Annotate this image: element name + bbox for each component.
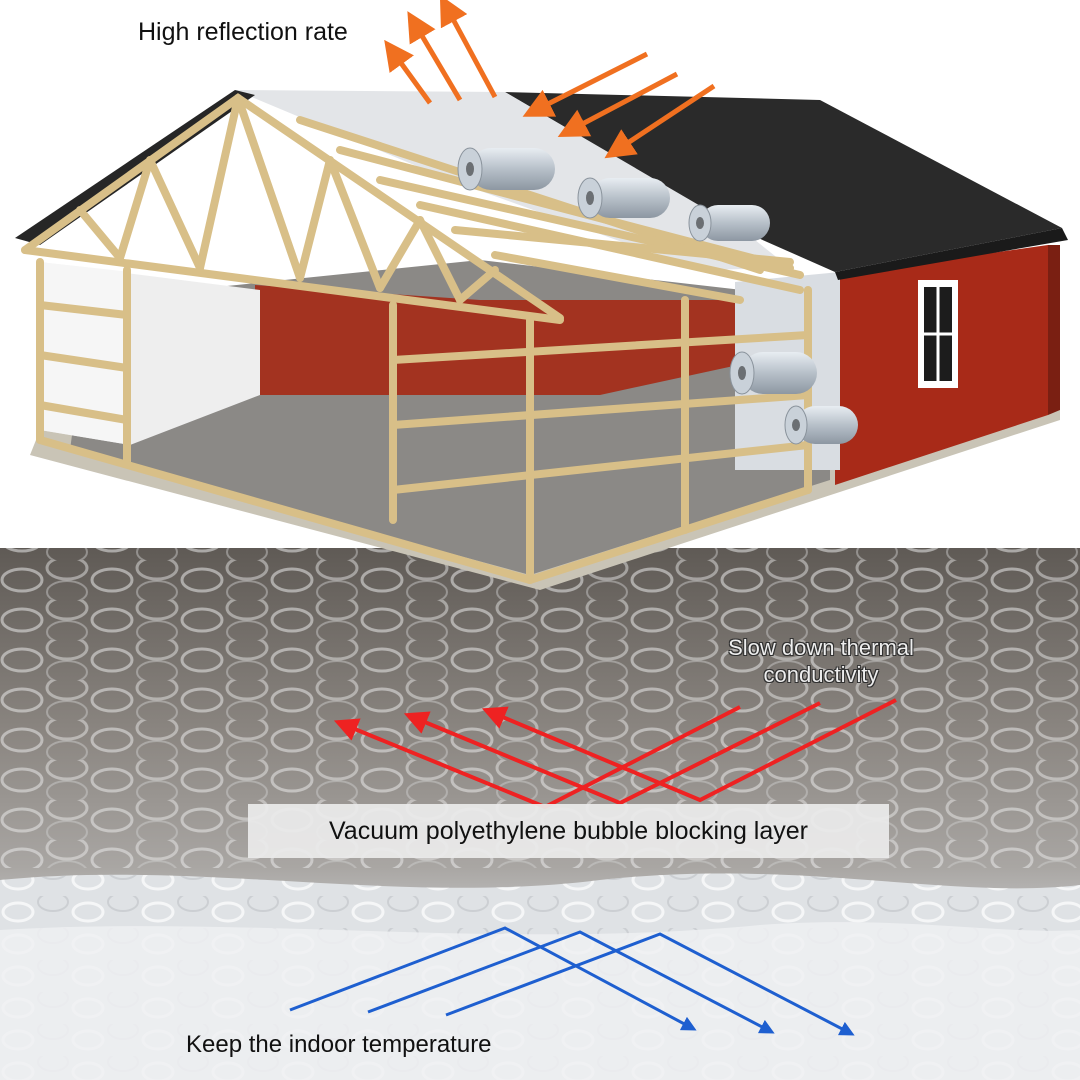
blocking-layer-label: Vacuum polyethylene bubble blocking laye… [328,817,808,845]
reflection-label: High reflection rate [138,18,348,46]
reflection-arrows [384,0,716,159]
indoor-arrows [289,926,855,1036]
bubble-foil-photo [0,548,1080,1080]
indoor-temperature-label: Keep the indoor temperature [186,1031,492,1058]
barn-illustration [15,90,1068,590]
thermal-conductivity-label: Slow down thermal conductivity [705,634,937,688]
thermal-label-line-2: conductivity [763,662,879,687]
thermal-label-line-1: Slow down thermal [728,635,914,660]
layer-label-band [248,804,889,858]
